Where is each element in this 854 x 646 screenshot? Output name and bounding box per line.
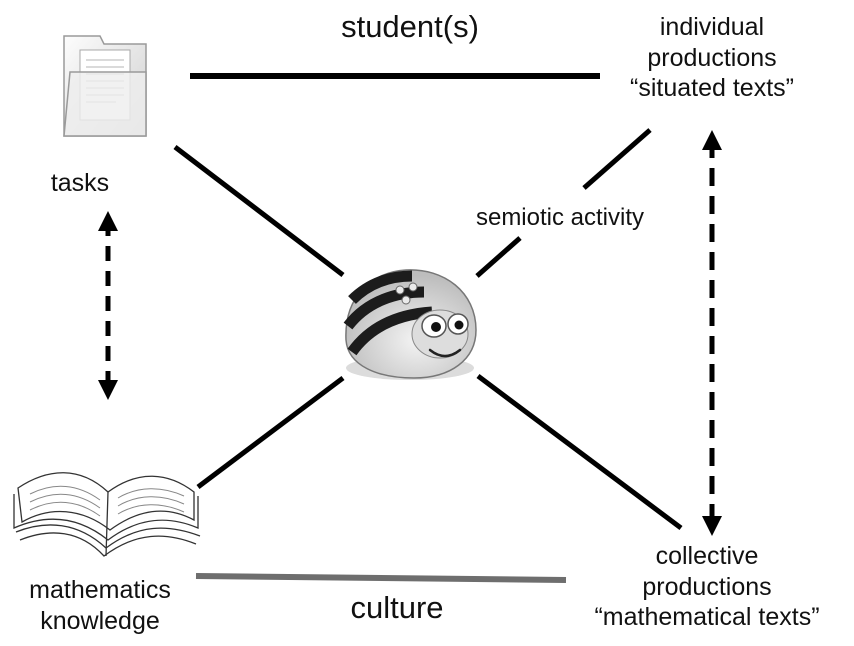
document-folder-icon [63, 35, 147, 137]
knowledge-robot-line [196, 376, 345, 489]
collective-line-3: “mathematical texts” [594, 603, 820, 631]
individual-line-3: “situated texts” [630, 74, 794, 102]
collective-robot-line [476, 373, 683, 531]
collective-productions-label: collective productions “mathematical tex… [564, 541, 850, 633]
tasks-robot-line [173, 145, 345, 277]
mathematics-knowledge-label: mathematics knowledge [2, 575, 198, 636]
math-line-2: knowledge [40, 606, 160, 635]
individual-line-1: individual [659, 13, 765, 41]
culture-line [195, 573, 567, 583]
bee-bot-robot-icon [343, 269, 477, 380]
student-label: student(s) [341, 9, 479, 44]
individual-robot-line-upper [582, 128, 652, 190]
collective-line-2: productions [642, 572, 772, 601]
individual-robot-line-lower [475, 236, 522, 278]
collective-line-1: collective [655, 542, 759, 570]
culture-label: culture [350, 590, 444, 625]
individual-productions-label: individual productions “situated texts” [582, 12, 842, 104]
open-book-sketch-icon [13, 472, 201, 557]
individual-line-2: productions [647, 43, 777, 72]
tasks-label: tasks [50, 169, 110, 197]
semiotic-activity-label: semiotic activity [475, 204, 645, 231]
math-line-1: mathematics [29, 576, 171, 604]
